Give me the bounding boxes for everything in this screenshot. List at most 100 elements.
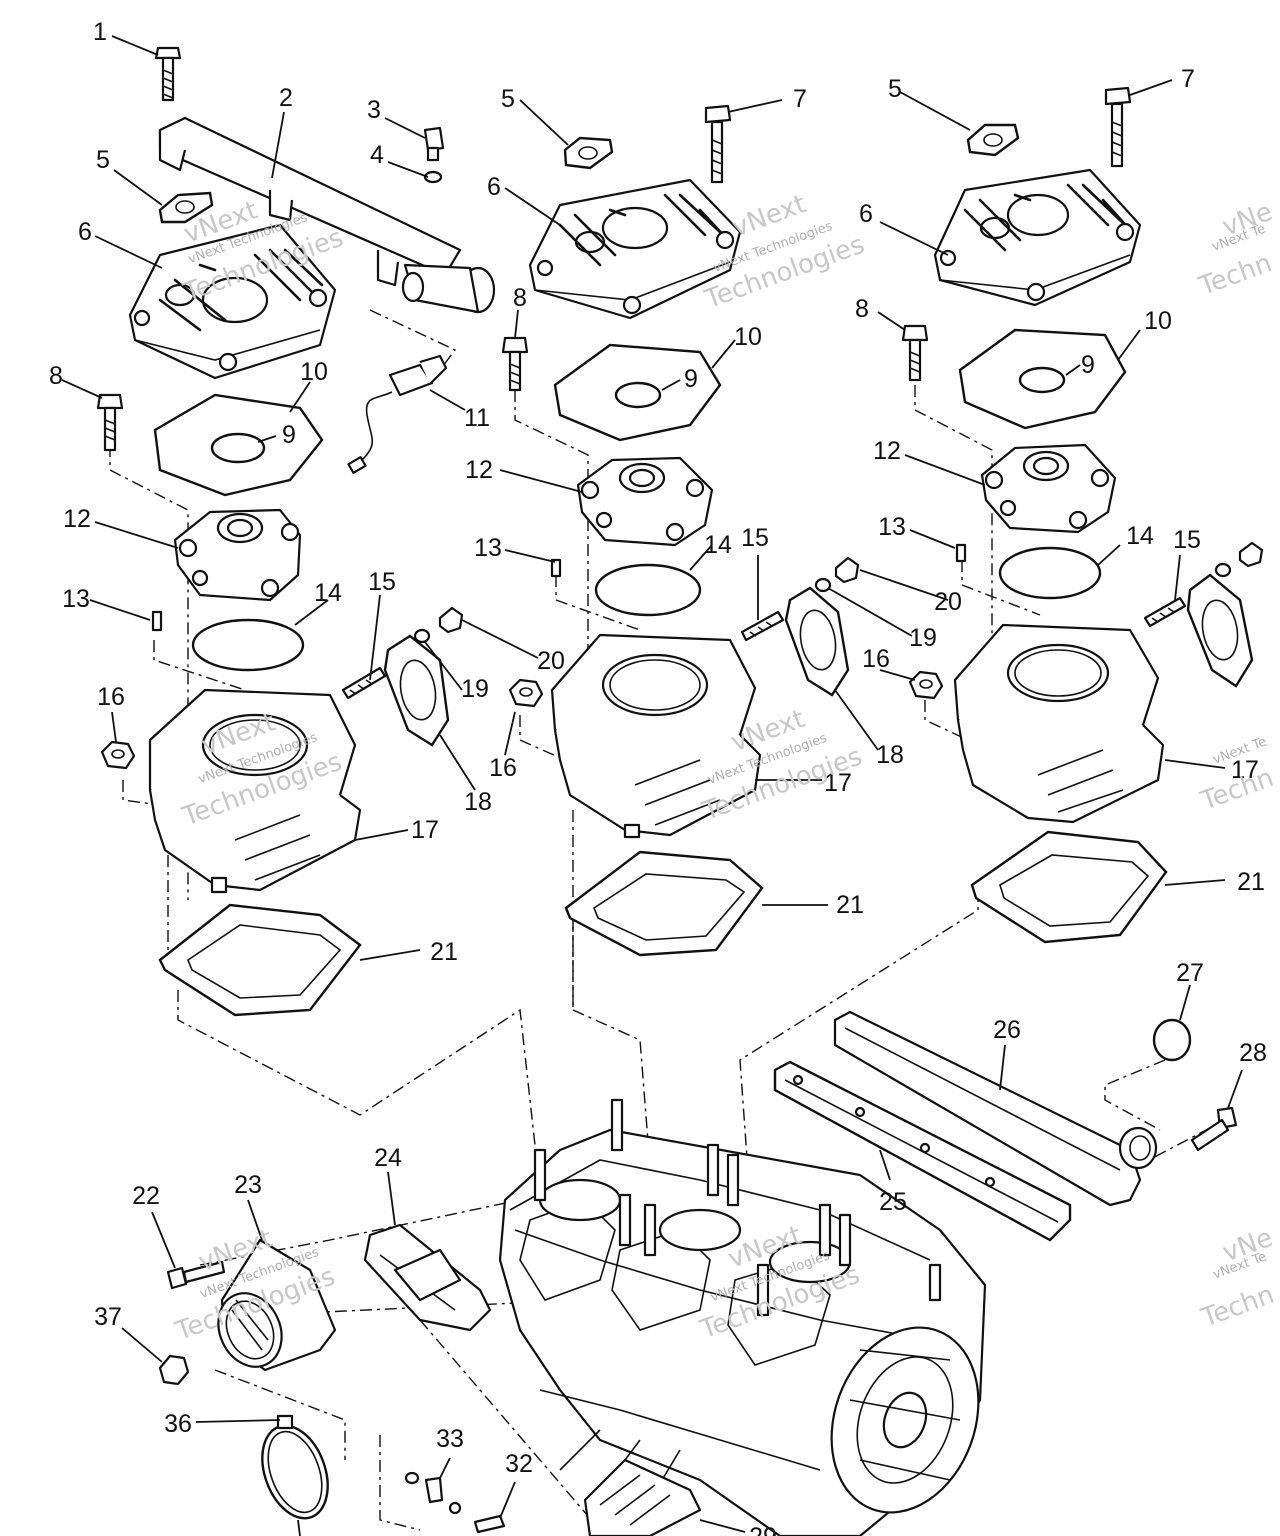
callout-10: 10 [300,358,328,386]
cylinder-o-ring-icon [998,546,1102,600]
stud-15-icon [1143,596,1187,628]
reed-valve-icon [363,1223,492,1332]
callout-4: 4 [370,141,384,169]
callout-8: 8 [49,362,63,390]
head-cover-gasket-icon [966,123,1020,157]
callout-21: 21 [1237,868,1265,896]
callout-17: 17 [824,769,852,797]
bleed-screw-icon [423,126,445,162]
callout-13: 13 [878,513,906,541]
callout-9: 9 [1081,351,1095,379]
callout-7: 7 [1181,65,1195,93]
middle-cylinder-stack [501,104,860,957]
water-manifold-icon [158,116,496,314]
callout-33: 33 [436,1425,464,1453]
dowel-pin-icon [151,610,163,632]
manifold-o-ring-icon [1152,1018,1192,1062]
callout-1: 1 [93,18,107,46]
callout-18: 18 [876,741,904,769]
callout-24: 24 [374,1144,402,1172]
cylinder-o-ring-icon [594,563,702,617]
head-gasket-icon [553,343,722,442]
callout-8: 8 [513,284,527,312]
callout-10: 10 [1144,307,1172,335]
callout-11: 11 [464,404,490,432]
cylinder-o-ring-icon [191,618,305,672]
reed-plate-icon [583,1458,702,1536]
callout-8: 8 [855,295,869,323]
callout-12: 12 [63,505,91,533]
watermark-line-partial: Techn [1194,248,1275,302]
intake-adapter-icon [217,1238,337,1372]
right-cylinder-stack [901,86,1264,944]
fitting-33-icon [404,1471,462,1515]
callout-6: 6 [487,173,501,201]
stud-15-icon [740,610,785,642]
head-cover-gasket-icon [563,136,614,170]
callout-16: 16 [489,754,517,782]
dowel-pin-icon [550,558,562,578]
exhaust-gasket-icon [383,634,450,747]
callout-19: 19 [909,624,937,652]
cylinder-head-cover-icon [528,178,742,320]
callout-14: 14 [314,579,342,607]
exhaust-gasket-icon [784,586,850,697]
cylinder-base-gasket-icon [564,850,764,957]
bolt-7-icon [1104,86,1132,168]
nut-37-icon [158,1354,190,1386]
callout-17: 17 [1231,756,1259,784]
callout-5: 5 [501,85,515,113]
callout-20: 20 [934,588,962,616]
callout-labels: 1 2 3 4 5 6 8 10 9 11 12 13 14 15 16 19 … [49,18,1267,1536]
cylinder-head-icon [173,508,302,602]
nut-16-icon [100,740,136,770]
washer-19-icon [413,628,431,644]
watermark-line-partial: Techn [1197,1280,1278,1334]
head-gasket-icon [153,393,324,497]
bolt-7-icon [704,104,732,184]
callout-18: 18 [464,788,492,816]
callout-22: 22 [132,1182,160,1210]
callout-6: 6 [859,200,873,228]
callout-14: 14 [704,531,732,559]
callout-23: 23 [234,1171,262,1199]
nut-16-icon [908,670,944,700]
exhaust-gasket-icon [1186,573,1254,688]
callout-16: 16 [97,683,125,711]
washer-19-icon [814,577,832,593]
callout-5: 5 [96,146,110,174]
callout-25: 25 [879,1188,907,1216]
bolt-28-icon [1190,1106,1238,1152]
washer-19-icon [1214,562,1232,578]
cylinder-head-cover-icon [933,168,1142,307]
callout-12: 12 [465,456,493,484]
callout-12: 12 [873,437,901,465]
callout-16: 16 [862,645,890,673]
callout-36: 36 [164,1410,192,1438]
callout-37: 37 [94,1303,122,1331]
leader-lines [61,35,1243,1536]
screw-32-icon [473,1514,506,1534]
callout-15: 15 [741,524,769,552]
callout-3: 3 [367,96,381,124]
temperature-sensor-icon [347,354,448,474]
cylinder-base-gasket-icon [158,903,362,1017]
cylinder-icon [953,623,1165,824]
callout-15: 15 [368,568,396,596]
sealing-washer-icon [423,170,443,184]
bolt-8-icon [901,324,929,382]
dowel-pin-icon [955,543,967,563]
cylinder-head-icon [576,456,714,547]
callout-26: 26 [993,1016,1021,1044]
head-cover-gasket-icon [158,191,214,224]
callout-15: 15 [1173,526,1201,554]
callout-20: 20 [537,647,565,675]
callout-9: 9 [282,421,296,449]
callout-5: 5 [888,75,902,103]
nut-20-icon [834,556,860,584]
cylinder-head-icon [980,443,1117,534]
callout-13: 13 [474,534,502,562]
callout-13: 13 [62,585,90,613]
callout-32: 32 [505,1450,533,1478]
